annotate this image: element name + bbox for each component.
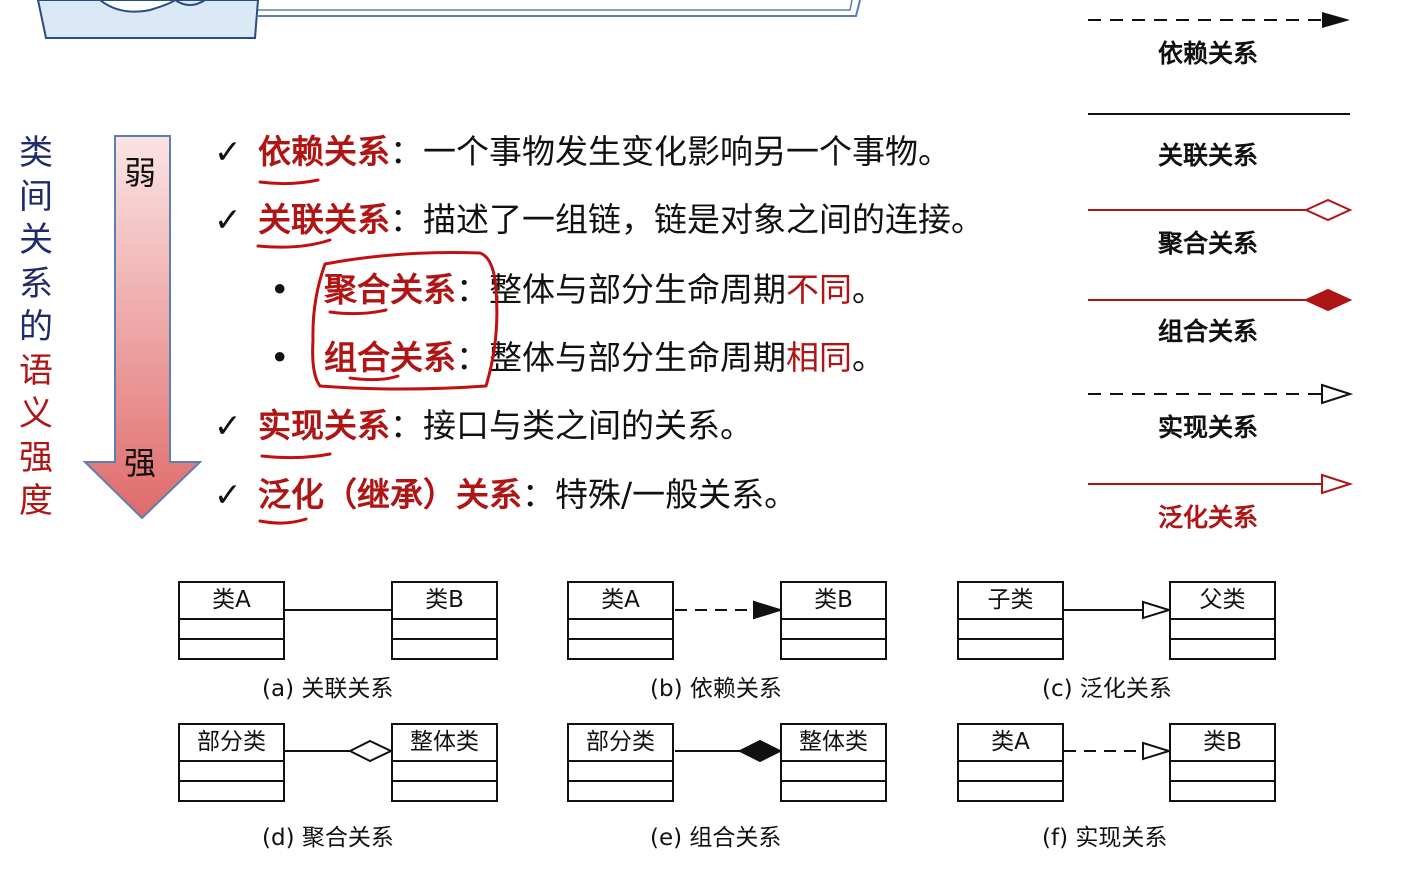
hollow-triangle-icon	[1142, 600, 1173, 620]
strong-label: 强	[124, 444, 157, 482]
class-box: 类B	[1169, 723, 1276, 802]
header-illustration	[36, 0, 861, 39]
filled-diamond-icon	[1303, 288, 1353, 312]
class-box: 类B	[780, 581, 887, 660]
list-item-dependency: ✓依赖关系：一个事物发生变化影响另一个事物。	[214, 132, 951, 171]
legend-label-generalization: 泛化关系	[1157, 503, 1258, 532]
check-icon: ✓	[214, 132, 242, 171]
semantic-strength-title: 类 间 关 系 的 语 义 强 度	[19, 133, 53, 521]
class-name: 类A	[569, 583, 672, 620]
class-box: 部分类	[567, 723, 674, 802]
handwritten-annotations	[256, 178, 499, 525]
class-box: 父类	[1169, 581, 1276, 660]
class-name: 部分类	[180, 725, 283, 762]
bullet-icon: •	[270, 338, 290, 377]
filled-diamond-icon	[737, 739, 783, 763]
diagram-caption: (b) 依赖关系	[650, 676, 782, 702]
hollow-triangle-icon	[1142, 741, 1173, 761]
class-box: 类A	[957, 723, 1064, 802]
list-item-association: ✓关联关系：描述了一组链，链是对象之间的连接。	[214, 200, 984, 239]
check-icon: ✓	[214, 406, 242, 445]
class-name: 父类	[1171, 583, 1274, 620]
class-name: 子类	[959, 583, 1062, 620]
class-box: 子类	[957, 581, 1064, 660]
list-item-composition: •组合关系：整体与部分生命周期相同。	[258, 338, 885, 378]
class-name: 部分类	[569, 725, 672, 762]
class-box: 类A	[178, 581, 285, 660]
diagram-caption: (a) 关联关系	[262, 676, 394, 702]
class-box: 整体类	[391, 723, 498, 802]
hollow-triangle-icon	[1321, 383, 1354, 405]
class-box: 整体类	[780, 723, 887, 802]
class-name: 类B	[393, 583, 496, 620]
list-item-aggregation: •聚合关系：整体与部分生命周期不同。	[258, 270, 885, 310]
filled-arrowhead-icon	[1322, 12, 1350, 28]
class-name: 整体类	[782, 725, 885, 762]
hollow-triangle-icon	[1321, 473, 1354, 495]
legend-label-association: 关联关系	[1157, 141, 1258, 170]
relation-list: ✓依赖关系：一个事物发生变化影响另一个事物。 ✓关联关系：描述了一组链，链是对象…	[214, 0, 1074, 540]
class-name: 类A	[180, 583, 283, 620]
strength-arrow	[82, 135, 203, 520]
bullet-icon: •	[270, 270, 290, 309]
list-item-realization: ✓实现关系：接口与类之间的关系。	[214, 406, 753, 445]
character-figure-icon	[98, 0, 177, 13]
hollow-diamond-icon	[1303, 198, 1353, 222]
class-name: 类A	[959, 725, 1062, 762]
class-box: 类B	[391, 581, 498, 660]
class-name: 类B	[1171, 725, 1274, 762]
check-icon: ✓	[214, 200, 242, 239]
class-name: 整体类	[393, 725, 496, 762]
legend-label-composition: 组合关系	[1157, 317, 1258, 346]
legend-label-realization: 实现关系	[1157, 413, 1258, 442]
filled-arrowhead-icon	[753, 600, 784, 620]
legend-label-dependency: 依赖关系	[1157, 39, 1258, 68]
diagram-caption: (d) 聚合关系	[262, 825, 394, 851]
check-icon: ✓	[214, 475, 242, 514]
legend-lines	[1088, 12, 1354, 495]
diagram-caption: (f) 实现关系	[1042, 825, 1168, 851]
class-box: 类A	[567, 581, 674, 660]
diagram-caption: (e) 组合关系	[650, 825, 782, 851]
diagram-caption: (c) 泛化关系	[1042, 676, 1172, 702]
weak-label: 弱	[124, 154, 157, 192]
legend-label-aggregation: 聚合关系	[1157, 229, 1258, 258]
class-name: 类B	[782, 583, 885, 620]
hollow-diamond-icon	[347, 739, 394, 763]
list-item-generalization: ✓泛化（继承）关系：特殊/一般关系。	[214, 475, 798, 514]
class-box: 部分类	[178, 723, 285, 802]
